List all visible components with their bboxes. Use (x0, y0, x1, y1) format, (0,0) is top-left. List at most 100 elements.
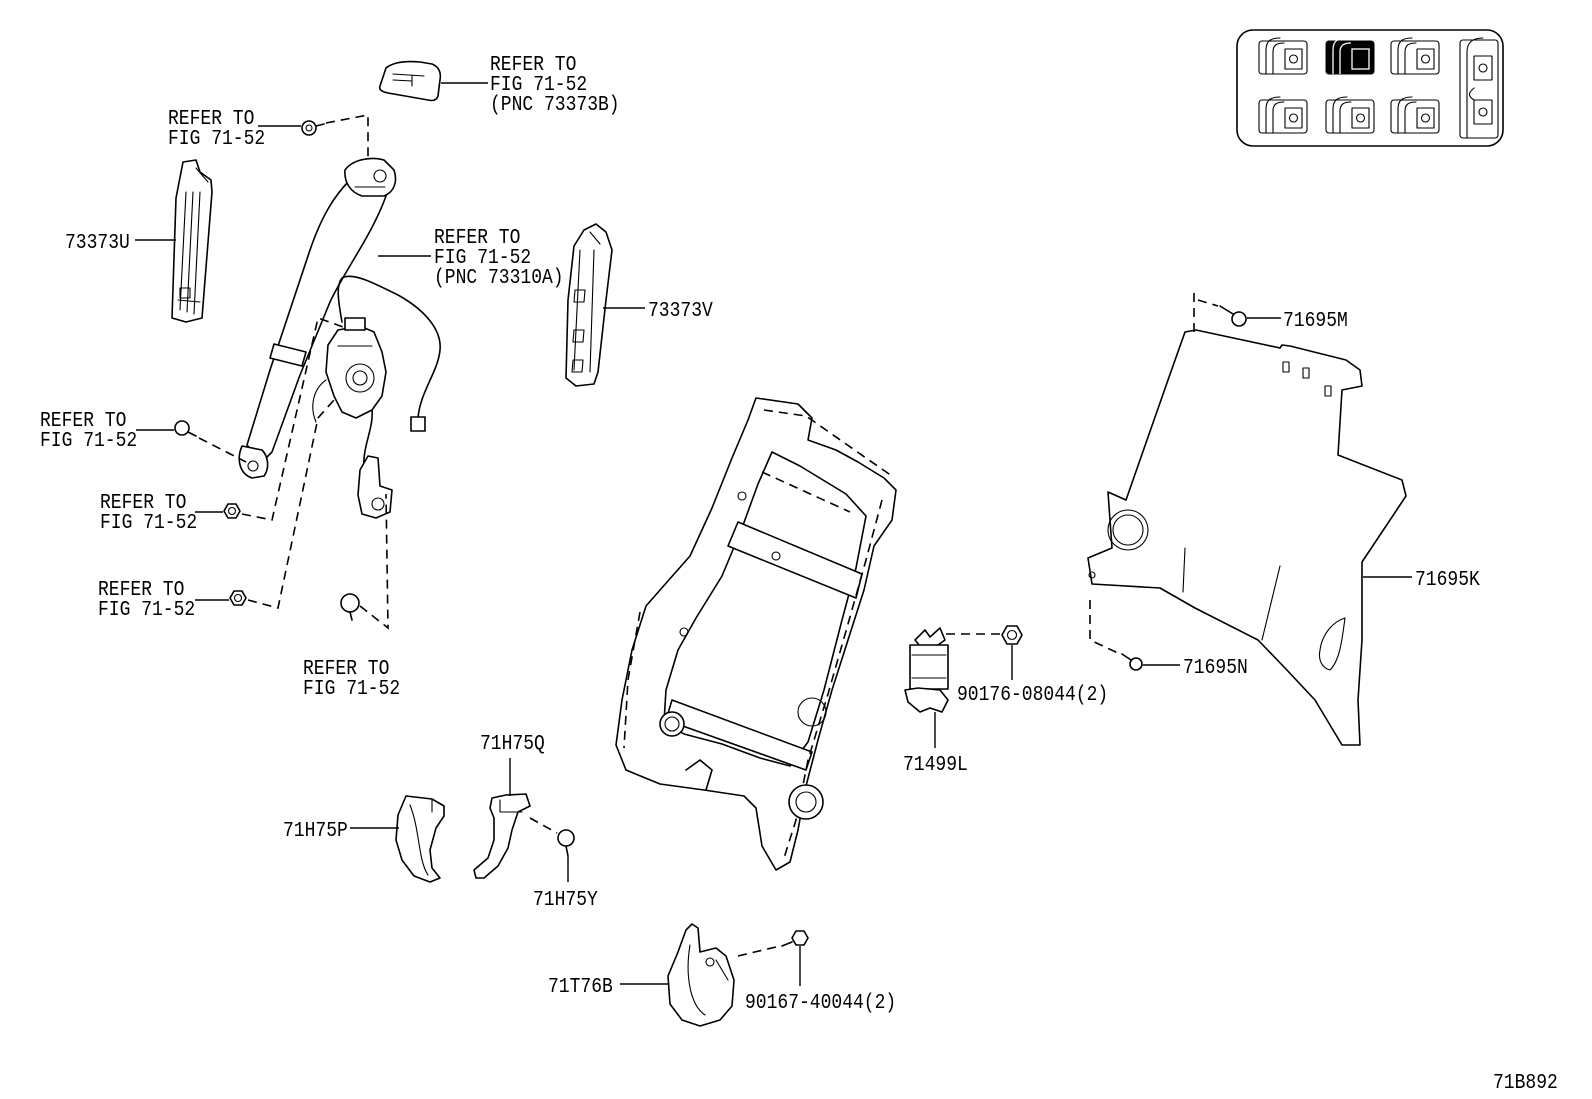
nut-upper-hex (223, 503, 241, 519)
locator-tall-cushion-lower (1473, 99, 1493, 125)
hinge-cover-clip-dashed-line (529, 817, 558, 834)
seat-frame-opening (663, 451, 867, 767)
trim-strip-right-ribs (571, 231, 601, 373)
reference-label: REFER TO (434, 227, 520, 250)
seat-back-board-hole-outer (1107, 509, 1149, 551)
board-screw-lower-head (1129, 657, 1143, 671)
reference-label: REFER TO (303, 658, 389, 681)
bracket-nut (1001, 625, 1023, 680)
locator-tall-dot-upper (1478, 63, 1488, 73)
seat-locator-frame (1236, 29, 1504, 147)
upper-bolt-shank (315, 123, 325, 127)
seat-frame-crossbar-upper (727, 521, 863, 599)
seat-frame-hole (797, 697, 827, 727)
seat-belt-retractor-tab (344, 317, 366, 331)
locator-seat-icon-selected (1325, 37, 1375, 75)
seat-belt-anchor-hole (247, 460, 259, 472)
locator-tall-frame (1459, 39, 1499, 139)
seat-back-board-cutout (1318, 617, 1346, 671)
locator-seat-icon (1390, 96, 1440, 134)
seat-belt-strap (246, 179, 387, 463)
upper-bolt-head (301, 120, 317, 136)
part-number-71H75P[interactable]: 71H75P (283, 820, 348, 843)
seat-belt-wire-connector (410, 416, 426, 432)
seat-frame-recliner-inner (795, 791, 817, 813)
seat-belt-tongue-stop (269, 343, 307, 367)
locator-tall-cushion-upper (1473, 55, 1493, 81)
anchor-bolt-shank (187, 431, 197, 437)
reference-label: FIG 71-52 (168, 128, 265, 151)
part-number-73373U[interactable]: 73373U (65, 232, 130, 255)
board-screw-upper (1193, 293, 1281, 332)
part-number-90176-08044[interactable]: 90176-08044(2) (957, 684, 1108, 707)
bracket-nut-hole (1006, 629, 1018, 641)
seat-back-board-slot (1282, 361, 1290, 373)
seat-locator (1236, 29, 1504, 147)
upper-bolt (258, 114, 369, 165)
recliner-cover-edge (687, 944, 729, 1016)
lower-clip-dashed-line (359, 493, 389, 630)
nut-lower-dashed-line (247, 399, 335, 609)
anchor-bolt-dashed-line (198, 437, 247, 463)
reference-label: FIG 71-52 (98, 599, 195, 622)
trim-strip-right (565, 223, 645, 387)
part-number-73373V[interactable]: 73373V (648, 300, 713, 323)
board-screw-lower-dashed-line (1089, 600, 1119, 654)
reference-label: FIG 71-52 (490, 74, 587, 97)
reference-label: FIG 71-52 (40, 430, 137, 453)
anchor-bolt-head (174, 420, 190, 436)
trim-strip-left (135, 159, 213, 323)
seat-back-board-body (1087, 329, 1407, 746)
part-number-71H75Q[interactable]: 71H75Q (480, 733, 545, 756)
seat-back-frame (615, 397, 897, 871)
hinge-cover-inner (473, 758, 531, 879)
reference-label: REFER TO (100, 492, 186, 515)
board-screw-upper-dashed-line (1193, 293, 1219, 332)
part-number-90167-40044[interactable]: 90167-40044(2) (745, 992, 896, 1015)
trim-strip-right-body (565, 223, 613, 387)
part-number-71695M[interactable]: 71695M (1283, 310, 1348, 333)
part-number-71499L[interactable]: 71499L (903, 754, 968, 777)
locator-seat-icon (1258, 96, 1308, 134)
locator-tall-back (1466, 37, 1484, 139)
recliner-cover-screw-shank (781, 941, 793, 947)
part-number-71H75Y[interactable]: 71H75Y (533, 889, 598, 912)
reference-label: REFER TO (490, 54, 576, 77)
upper-cap-part (378, 60, 488, 102)
seat-belt-retractor-hub (352, 370, 368, 386)
seat-frame-pivot-outer (659, 711, 685, 737)
retractor-nut-lower (195, 399, 335, 609)
seat-back-board-slot (1324, 385, 1332, 397)
board-screw-upper-head (1231, 311, 1247, 327)
seat-belt-anchor-plate (238, 445, 269, 479)
part-number-71695N[interactable]: 71695N (1183, 657, 1248, 680)
board-screw-lower-shank (1121, 653, 1132, 661)
nut-lower-hex (229, 590, 247, 606)
recliner-cover-screw (737, 930, 809, 986)
seat-frame-recliner-outer (788, 784, 824, 820)
lower-clip-stem (349, 611, 353, 621)
recliner-cover-body (667, 923, 735, 1027)
trim-strip-left-ribs (177, 167, 209, 315)
seat-belt-guide-hole (373, 169, 387, 183)
seat-frame-small-hole (771, 551, 781, 561)
hinge-cover-inner-edge (499, 799, 523, 813)
seat-belt-retractor-detail (312, 345, 373, 423)
hinge-cover-clip (529, 817, 575, 882)
upper-bolt-dashed-line (325, 114, 369, 165)
seat-frame-phantom-left (623, 611, 641, 749)
nut-upper-dashed-line (241, 316, 347, 521)
reference-label: FIG 71-52 (434, 247, 531, 270)
upper-bolt-center (305, 124, 313, 132)
seat-frame-pivot-inner (664, 716, 680, 732)
seat-belt-retractor-spool (345, 363, 375, 393)
part-number-71695K[interactable]: 71695K (1415, 569, 1480, 592)
part-number-71T76B[interactable]: 71T76B (548, 976, 613, 999)
figure-code: 71B892 (1493, 1072, 1558, 1095)
reference-label: REFER TO (40, 410, 126, 433)
locator-tall-dot-lower (1478, 107, 1488, 117)
hinge-cover-clip-head (557, 829, 575, 847)
recliner-cover (620, 923, 735, 1027)
board-screw-upper-shank (1219, 305, 1234, 315)
